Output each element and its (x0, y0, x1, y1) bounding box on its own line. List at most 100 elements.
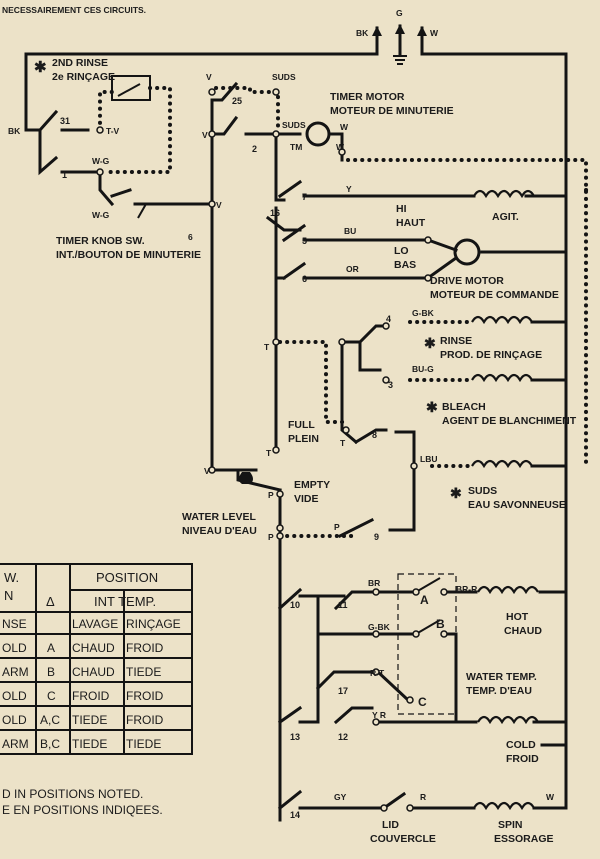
gy-label: GY (334, 792, 347, 802)
bk-label: BK (8, 126, 21, 136)
table-head-position: POSITION (96, 570, 158, 585)
footnote-line1: D IN POSITIONS NOTED. (2, 787, 143, 801)
bleach-star-icon: ✱ (426, 399, 438, 415)
contact-10-label: 10 (290, 600, 300, 610)
contact-8-label: 8 (372, 430, 377, 440)
bleach-coil-icon (471, 373, 533, 383)
table-cell: OLD (2, 713, 27, 727)
rt-label: R-T (370, 668, 385, 678)
contact-4-label: 4 (386, 314, 391, 324)
v1-label: V (206, 72, 212, 82)
water-temp-switch-box (397, 573, 457, 715)
table-cell: CHAUD (72, 665, 115, 679)
w3-label: W (546, 792, 555, 802)
g-terminal-label: G (396, 8, 403, 18)
w1-label: W (340, 122, 349, 132)
water-level-label-fr: NIVEAU D'EAU (182, 525, 257, 537)
bk-arrow-icon (372, 26, 382, 36)
labels: ✱ 2ND RINSE 2e RINÇAGE BK 31 1 T-V W-G W… (8, 57, 577, 845)
bk-terminal-label: BK (356, 28, 369, 38)
w2-label: W (336, 142, 345, 152)
water-level-bell-icon (239, 472, 253, 484)
contact-25-label: 25 (232, 96, 242, 106)
table-cell: TIEDE (126, 737, 161, 751)
table-sub-lavage: LAVAGE (72, 617, 118, 631)
brr-label: BR-R (456, 584, 477, 594)
or-label: OR (346, 264, 359, 274)
hot-label: HOT (506, 611, 529, 623)
empty-label: EMPTY (294, 479, 330, 491)
bug-label: BU-G (412, 364, 434, 374)
table-sub-rincage: RINÇAGE (126, 617, 181, 631)
bleach-label: BLEACH (442, 401, 486, 413)
contact-16-label: 16 (270, 208, 280, 218)
tv-label: T-V (106, 126, 120, 136)
contact-3-label: 3 (388, 380, 393, 390)
bleach-label-fr: AGENT DE BLANCHIMENT (442, 415, 577, 427)
empty-label-fr: VIDE (294, 493, 319, 505)
t3-label: T (340, 438, 346, 448)
table-cell: FROID (72, 689, 110, 703)
contact-6-label: 6 (302, 274, 307, 284)
w-terminal-label: W (430, 28, 439, 38)
y-label: Y (346, 184, 352, 194)
contact-7-label: 7 (302, 192, 307, 202)
agit-coil-icon (473, 189, 535, 199)
contact-1-label: 1 (62, 170, 67, 180)
table-cell: CHAUD (72, 641, 115, 655)
timer-knob-label: TIMER KNOB SW. (56, 235, 145, 247)
drive-motor-label-fr: MOTEUR DE COMMANDE (430, 289, 559, 301)
water-level-label: WATER LEVEL (182, 511, 256, 523)
hot-coil-icon (477, 585, 539, 595)
rinse-star-icon: ✱ (424, 335, 436, 351)
suds-disp-label-fr: EAU SAVONNEUSE (468, 499, 566, 511)
switch-c-label: C (418, 695, 427, 709)
full-label: FULL (288, 419, 315, 431)
footnote-line2: E EN POSITIONS INDIQEES. (2, 803, 163, 817)
table-head-left2: N (4, 588, 13, 603)
hi-label-fr: HAUT (396, 217, 426, 229)
hot-label-fr: CHAUD (504, 625, 542, 637)
lo-label: LO (394, 245, 409, 257)
lid-label-fr: COUVERCLE (370, 833, 436, 845)
timer-motor-label-fr: MOTEUR DE MINUTERIE (330, 105, 454, 117)
gbk2-label: G-BK (368, 622, 391, 632)
bu-label: BU (344, 226, 356, 236)
v3-label: V (216, 200, 222, 210)
temperature-table: W. N Δ POSITION INT TEMP. NSE LAVAGE RIN… (0, 563, 193, 817)
table-cell: ARM (2, 737, 29, 751)
p3-label: P (334, 522, 340, 532)
header-note: NECESSAIREMENT CES CIRCUITS. (2, 5, 146, 15)
switch-a-label: A (420, 593, 429, 607)
drive-motor-label: DRIVE MOTOR (430, 275, 504, 287)
contact-14-label: 14 (290, 810, 300, 820)
v4-label: V (204, 466, 210, 476)
contact-5-label: 5 (302, 236, 307, 246)
cold-label: COLD (506, 739, 536, 751)
spin-coil-icon (473, 801, 535, 811)
suds-star-icon: ✱ (450, 485, 462, 501)
switch-b-label: B (436, 617, 445, 631)
lbu-label: LBU (420, 454, 437, 464)
suds2-label: SUDS (282, 120, 306, 130)
p1-label: P (268, 490, 274, 500)
second-rinse-star-icon: ✱ (34, 59, 47, 76)
rinse-coil-icon (471, 315, 533, 325)
timer-motor-icon (305, 121, 331, 147)
table-cell: C (47, 689, 56, 703)
suds-coil-icon (471, 459, 533, 469)
table-cell: FROID (126, 689, 164, 703)
table-cell: FROID (126, 641, 164, 655)
table-cell: TIEDE (126, 665, 161, 679)
yr-label: Y R (372, 710, 386, 720)
delta-icon: Δ (46, 594, 55, 609)
contact-2-label: 2 (252, 144, 257, 154)
timer-knob-label-fr: INT./BOUTON DE MINUTERIE (56, 249, 201, 261)
contact-11-label: 11 (338, 600, 348, 610)
cold-label-fr: FROID (506, 753, 539, 765)
contact-12-label: 12 (338, 732, 348, 742)
t1-label: T (264, 342, 270, 352)
br-label: BR (368, 578, 380, 588)
contact-13-label: 13 (290, 732, 300, 742)
